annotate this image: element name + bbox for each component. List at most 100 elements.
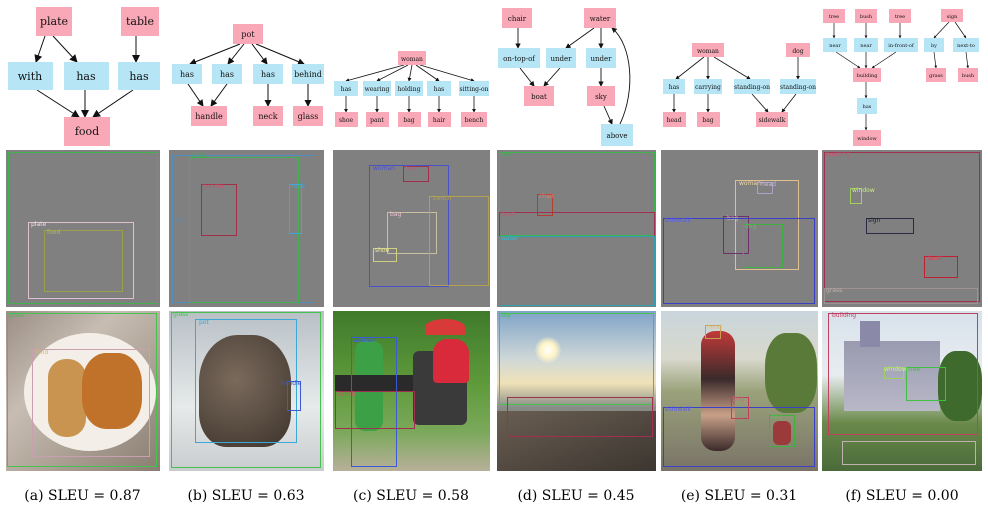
stroller-hood-shape [433, 339, 469, 383]
svg-text:sign: sign [947, 14, 958, 20]
scene-graph-e: woman dog has carrying standing-on stand… [660, 0, 818, 150]
graph-node-object: handle [191, 106, 227, 126]
edge [781, 93, 797, 113]
graph-node-relation: wearing [363, 81, 391, 96]
svg-text:near: near [829, 43, 841, 49]
photo-box-label: bench [337, 391, 356, 398]
photo-box-label: food [35, 349, 49, 356]
edge [345, 64, 405, 83]
svg-text:has: has [129, 70, 149, 83]
photo-box [884, 367, 904, 379]
layout-box-label: head [761, 181, 776, 188]
svg-text:above: above [607, 132, 628, 140]
svg-text:hair: hair [433, 117, 445, 124]
graph-node-relation: with [8, 62, 53, 90]
caption-a: (a) SLEU = 0.87 [24, 488, 141, 504]
edge [603, 105, 613, 125]
svg-text:woman: woman [401, 56, 423, 63]
layout-box-label: handle [203, 183, 224, 190]
graph-node-relation: has [172, 64, 202, 84]
caption-e: (e) SLEU = 0.31 [680, 488, 798, 504]
scene-graph-a: plate table with has has food [5, 0, 160, 150]
photo-box [906, 367, 946, 401]
photo-b: glass pot handle [169, 311, 324, 471]
svg-text:water: water [590, 15, 611, 23]
edge [871, 51, 897, 69]
graph-node-object: grass [926, 68, 946, 82]
svg-text:has: has [669, 84, 680, 91]
graph-node-relation: in-front-of [884, 38, 918, 52]
scene-graph-b: pot has has has behind handle neck glass [168, 0, 324, 150]
svg-text:boat: boat [531, 93, 547, 101]
layout-box [289, 184, 302, 234]
svg-text:has: has [180, 70, 194, 79]
svg-text:holding: holding [398, 86, 421, 93]
graph-node-object: head [663, 112, 686, 127]
graph-node-object: sky [587, 86, 615, 106]
panel-e: woman dog has carrying standing-on stand… [660, 0, 818, 515]
svg-text:bag: bag [403, 117, 414, 124]
graph-node-object: shoe [335, 112, 358, 127]
graph-node-relation: standing-on [734, 79, 770, 94]
svg-text:glass: glass [298, 112, 319, 121]
svg-text:sitting-on: sitting-on [460, 86, 489, 93]
photo-box [842, 441, 976, 465]
svg-text:sidewalk: sidewalk [759, 117, 786, 124]
edge [933, 51, 938, 69]
svg-text:next-to: next-to [957, 43, 975, 49]
edge [255, 43, 305, 65]
scene-graph-f-svg: tree bush tree sign near near in-front-o… [823, 9, 979, 146]
edge [189, 43, 241, 66]
sun-shape [535, 337, 561, 363]
svg-text:in-front-of: in-front-of [888, 43, 915, 49]
scene-graph-f: tree bush tree sign near near in-front-o… [822, 0, 982, 150]
layout-box-label: bush [928, 255, 943, 262]
layout-box-label: dog [745, 223, 757, 230]
photo-box-label: woman [353, 337, 375, 344]
svg-text:food: food [75, 125, 99, 138]
graph-node-object: woman [398, 51, 426, 65]
graph-node-object: tree [889, 9, 911, 23]
scene-graph-c: woman has wearing holding has sitting-on… [332, 0, 490, 150]
graph-node-relation: carrying [694, 79, 722, 94]
svg-text:under: under [551, 55, 573, 63]
graph-node-object: pot [233, 24, 263, 44]
svg-text:under: under [591, 55, 613, 63]
photo-box-label: sky [501, 312, 511, 319]
caption-f: (f) SLEU = 0.00 [845, 488, 959, 504]
graph-node-relation: has [212, 64, 242, 84]
edge [52, 35, 78, 63]
house-shape [844, 341, 940, 411]
layout-box [429, 196, 489, 286]
graph-node-object: bag [398, 112, 421, 127]
graph-node-relation: has [253, 64, 283, 84]
scene-graph-d: chair water on-top-of under under boat s… [496, 0, 656, 150]
svg-text:bench: bench [465, 117, 484, 124]
layout-e: woman head bag dog sidewalk [661, 150, 818, 307]
svg-text:pant: pant [370, 117, 384, 124]
graph-node-object: hair [428, 112, 451, 127]
photo-a: plate food [6, 311, 160, 471]
graph-node-relation: has [663, 79, 685, 94]
layout-box [201, 184, 237, 236]
svg-text:handle: handle [195, 112, 223, 121]
layout-box-label: pot [175, 217, 185, 224]
photo-box [499, 313, 654, 405]
layout-box [44, 230, 123, 292]
photo-c: woman bench [333, 311, 490, 471]
svg-text:dog: dog [792, 48, 803, 55]
graph-node-relation: under [546, 48, 576, 68]
svg-text:window: window [857, 136, 877, 142]
photo-f: building tree window [822, 311, 982, 471]
graph-node-relation: has [334, 81, 358, 96]
svg-text:shoe: shoe [339, 117, 354, 124]
layout-b: glass neck handle pot [169, 150, 324, 307]
graph-node-relation: next-to [953, 38, 979, 52]
photo-box-label: sidewalk [665, 406, 692, 413]
panel-a: plate table with has has food plate food… [5, 0, 160, 515]
photo-box-label: tree [908, 366, 921, 373]
layout-box [499, 236, 655, 306]
hotdog-shape [48, 359, 86, 437]
graph-node-relation: has [118, 62, 160, 90]
graph-node-relation: sitting-on [459, 81, 489, 96]
